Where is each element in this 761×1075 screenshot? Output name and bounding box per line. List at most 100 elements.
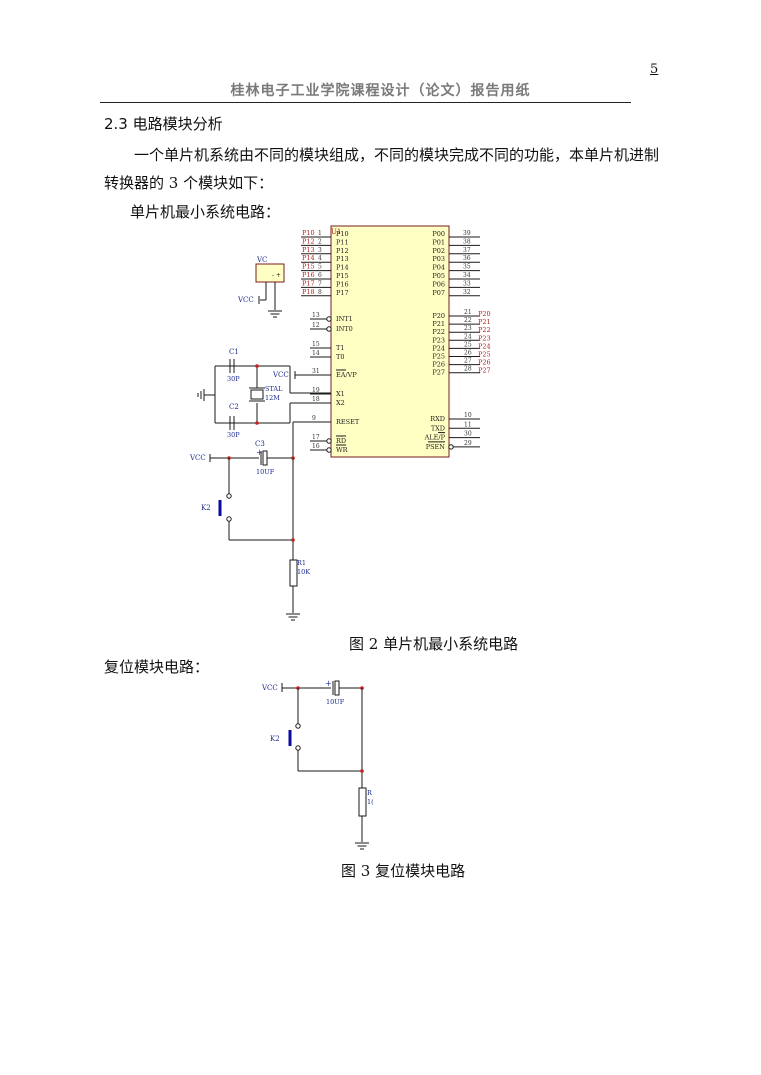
pin-name: P23 — [432, 336, 445, 344]
pin-number: 10 — [464, 412, 472, 419]
junction-dot — [255, 421, 259, 425]
pin-name: P05 — [432, 272, 445, 280]
junction-dot — [255, 364, 259, 368]
c3-value: 10UF — [256, 468, 275, 476]
r1-value: 10K — [297, 568, 310, 576]
pin-name: T1 — [336, 344, 344, 352]
cap-plus: + — [325, 679, 332, 688]
chip-ref: U1 — [331, 228, 341, 236]
k2-label: K2 — [201, 504, 211, 512]
pin-number: 2 — [318, 238, 322, 245]
figure3-caption: 图 3 复位模块电路 — [341, 862, 466, 880]
pin-number: 6 — [318, 272, 322, 279]
net-label: P26 — [478, 359, 491, 367]
pin-name: P03 — [432, 255, 445, 263]
c2-label: C2 — [229, 403, 239, 411]
net-label: P13 — [302, 246, 315, 254]
pin-number: 32 — [463, 289, 471, 296]
pin-number: 21 — [464, 309, 472, 316]
pin-name: P25 — [432, 353, 445, 361]
c1-value: 30P — [227, 375, 240, 383]
pin-number: 31 — [312, 368, 320, 375]
pin-name: P21 — [432, 320, 445, 328]
pin-name: P01 — [432, 238, 445, 246]
pin-number: 33 — [463, 280, 471, 287]
switch-contact — [295, 745, 301, 751]
pin-name: X2 — [336, 399, 345, 407]
crystal — [250, 389, 264, 400]
header-title: 桂林电子工业学院课程设计（论文）报告用纸 — [230, 83, 531, 99]
pin-bubble — [326, 447, 332, 453]
pin-number: 18 — [312, 396, 320, 403]
pin-name: P24 — [432, 344, 445, 352]
pin-name: P13 — [336, 255, 349, 263]
pin-name: P07 — [432, 289, 445, 297]
pin-number: 17 — [312, 434, 320, 441]
net-label: P20 — [478, 310, 491, 318]
pin-number: 26 — [464, 350, 472, 357]
pin-name: RXD — [430, 415, 445, 423]
pin-number: 34 — [463, 272, 471, 279]
net-label: P16 — [302, 271, 315, 279]
pin-number: 23 — [464, 325, 472, 332]
pin-name: P06 — [432, 280, 445, 288]
vc-label: VC — [256, 256, 267, 264]
r1-label: R1 — [297, 559, 306, 567]
cap-value: 10UF — [326, 698, 345, 706]
net-label: P10 — [302, 229, 315, 237]
page-number: 5 — [650, 62, 659, 77]
header-rule — [100, 102, 631, 103]
pin-name: P27 — [432, 369, 445, 377]
vc-polarity: - + — [272, 272, 281, 279]
xtal-label: STAL — [265, 385, 283, 393]
pin-name: INT1 — [336, 315, 353, 323]
min-system-label: 单片机最小系统电路： — [130, 203, 281, 221]
pin-name: P15 — [336, 272, 349, 280]
pin-name: TXD — [431, 424, 445, 432]
resistor-r — [358, 787, 367, 817]
pin-name: T0 — [336, 353, 344, 361]
net-label: P23 — [478, 334, 491, 342]
pin-name: P00 — [432, 230, 445, 238]
pin-number: 11 — [464, 421, 472, 428]
k2-label: K2 — [270, 735, 280, 743]
net-label: P25 — [478, 351, 491, 359]
pin-number: 12 — [312, 322, 320, 329]
pin-number: 19 — [312, 387, 320, 394]
pin-number: 35 — [463, 264, 471, 271]
pin-name: ALE/P — [424, 434, 446, 442]
pin-name: PSEN — [426, 443, 446, 451]
pin-number: 8 — [318, 289, 322, 296]
vcc-label: VCC — [261, 684, 278, 692]
xtal-value: 12M — [265, 394, 280, 402]
pin-name: P12 — [336, 247, 349, 255]
pin-name: P26 — [432, 361, 445, 369]
net-label: P17 — [302, 279, 315, 287]
c3-label: C3 — [255, 440, 265, 448]
pin-number: 4 — [318, 255, 322, 262]
pin-name: P10 — [336, 230, 349, 238]
junction-dot — [360, 769, 364, 773]
net-label: P21 — [478, 318, 491, 326]
pin-number: 30 — [464, 431, 472, 438]
reset-label: 复位模块电路： — [104, 658, 210, 676]
pin-number: 5 — [318, 264, 322, 271]
pin-number: 13 — [312, 312, 320, 319]
pin-name: RD — [336, 437, 346, 445]
net-label: P22 — [478, 326, 491, 334]
figure2-caption: 图 2 单片机最小系统电路 — [349, 635, 519, 653]
cap-plate — [334, 680, 340, 696]
c3-plus: + — [256, 448, 263, 457]
section-heading: 2.3 电路模块分析 — [104, 115, 223, 133]
pin-number: 9 — [312, 415, 316, 422]
pin-number: 16 — [312, 443, 320, 450]
pin-name: P14 — [336, 264, 349, 272]
junction-dot — [291, 538, 295, 542]
pin-number: 3 — [318, 247, 322, 254]
pin-bubble — [326, 326, 332, 332]
pin-name: P04 — [432, 264, 445, 272]
r-label: R — [367, 789, 373, 797]
pin-number: 27 — [464, 358, 472, 365]
pin-number: 36 — [463, 255, 471, 262]
